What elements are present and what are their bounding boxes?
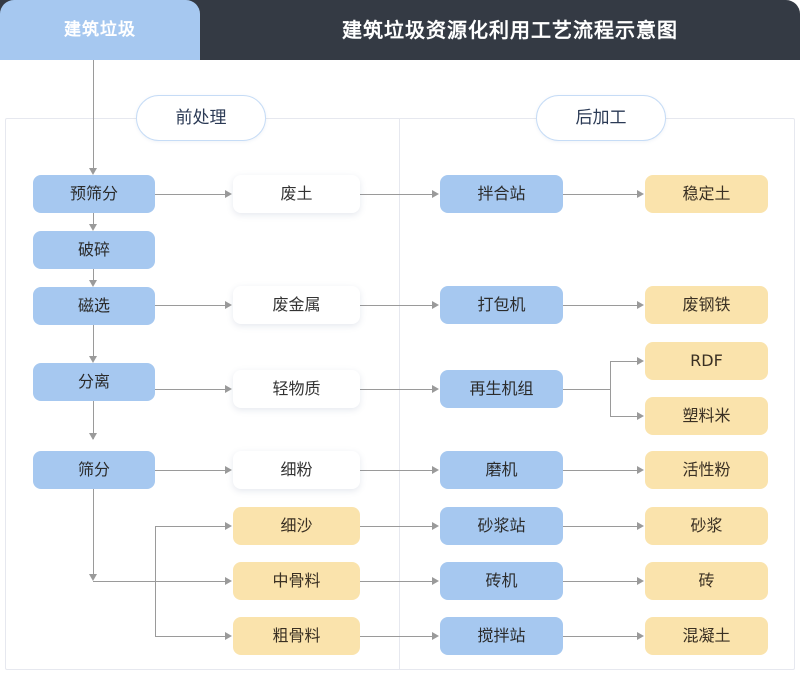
- node-coarse-agg[interactable]: 粗骨料: [233, 617, 360, 655]
- node-scrap-steel[interactable]: 废钢铁: [645, 286, 768, 324]
- arrowhead-finesand-to-mortarstation: [432, 522, 439, 530]
- node-mixing-station[interactable]: 拌合站: [440, 175, 563, 213]
- node-crush[interactable]: 破碎: [33, 231, 155, 269]
- arrowhead-spine-to-finesand: [225, 522, 232, 530]
- flowchart-canvas: [5, 118, 795, 670]
- arrowhead-wastesoil-to-mixingstation: [432, 190, 439, 198]
- arrowhead-finepowder-to-mill: [432, 466, 439, 474]
- section-label-pretreatment: 前处理: [136, 95, 266, 141]
- arrowhead-brickmachine-to-brick: [637, 577, 644, 585]
- connector-screen-down-trunk: [93, 489, 94, 575]
- connector-baler-to-scrapsteel: [563, 305, 639, 306]
- connector-spine-to-finesand: [155, 526, 227, 527]
- node-concrete[interactable]: 混凝土: [645, 617, 768, 655]
- source-tab-construction-waste: 建筑垃圾: [0, 0, 200, 60]
- node-baler[interactable]: 打包机: [440, 286, 563, 324]
- node-stabilized-soil[interactable]: 稳定土: [645, 175, 768, 213]
- connector-mill-to-activepowder: [563, 470, 639, 471]
- connector-crush-to-magnetic: [93, 269, 94, 285]
- arrowhead-magnetic-to-separate: [89, 356, 97, 363]
- node-pre-screen[interactable]: 预筛分: [33, 175, 155, 213]
- node-rdf[interactable]: RDF: [645, 342, 768, 380]
- node-fine-powder[interactable]: 细粉: [233, 451, 360, 489]
- connector-brickmachine-to-brick: [563, 581, 639, 582]
- connector-screen-to-finepowder: [155, 470, 227, 471]
- header: 建筑垃圾资源化利用工艺流程示意图 建筑垃圾: [0, 0, 800, 60]
- connector-batchplant-to-concrete: [563, 636, 639, 637]
- arrowhead-separate-to-lightmatter: [225, 385, 232, 393]
- connector-screen-to-midagg: [93, 581, 227, 582]
- node-mortar-station[interactable]: 砂浆站: [440, 507, 563, 545]
- arrowhead-recycleunit-to-rdf: [637, 357, 644, 365]
- connector-prescreen-to-crush: [93, 213, 94, 229]
- connector-spine-to-coarseagg: [155, 636, 227, 637]
- arrowhead-screen-down-trunk: [89, 574, 97, 581]
- connector-mixingstation-to-stabilizedsoil: [563, 194, 639, 195]
- node-waste-soil[interactable]: 废土: [233, 175, 360, 213]
- node-plastic-pellet[interactable]: 塑料米: [645, 397, 768, 435]
- arrowhead-coarseagg-to-batchplant: [432, 632, 439, 640]
- node-mill[interactable]: 磨机: [440, 451, 563, 489]
- connector-separate-to-lightmatter: [155, 389, 227, 390]
- node-mid-agg[interactable]: 中骨料: [233, 562, 360, 600]
- connector-aggregate-spine: [155, 526, 156, 636]
- node-brick-machine[interactable]: 砖机: [440, 562, 563, 600]
- connector-mortarstation-to-mortar: [563, 526, 639, 527]
- connector-wastemetal-to-baler: [360, 305, 434, 306]
- arrowhead-mill-to-activepowder: [637, 466, 644, 474]
- node-light-matter[interactable]: 轻物质: [233, 370, 360, 408]
- arrowhead-separate-to-screen: [89, 433, 97, 440]
- node-waste-metal[interactable]: 废金属: [233, 286, 360, 324]
- arrowhead-lightmatter-to-recycleunit: [432, 385, 439, 393]
- arrowhead-source-to-prescreen: [89, 168, 97, 175]
- connector-wastesoil-to-mixingstation: [360, 194, 434, 195]
- connector-recycleunit-branch-stem: [563, 389, 611, 390]
- node-recycle-unit[interactable]: 再生机组: [440, 370, 563, 408]
- node-fine-sand[interactable]: 细沙: [233, 507, 360, 545]
- arrowhead-spine-to-coarseagg: [225, 632, 232, 640]
- arrowhead-prescreen-to-wastesoil: [225, 190, 232, 198]
- arrowhead-magnetic-to-wastemetal: [225, 301, 232, 309]
- connector-magnetic-to-wastemetal: [155, 305, 227, 306]
- connector-recycleunit-to-rdf: [610, 361, 639, 362]
- node-separate[interactable]: 分离: [33, 363, 155, 401]
- arrowhead-screen-to-finepowder: [225, 466, 232, 474]
- connector-lightmatter-to-recycleunit: [360, 389, 434, 390]
- node-brick[interactable]: 砖: [645, 562, 768, 600]
- connector-magnetic-to-separate: [93, 325, 94, 361]
- connector-coarseagg-to-batchplant: [360, 636, 434, 637]
- arrowhead-screen-to-midagg: [225, 577, 232, 585]
- arrowhead-prescreen-to-crush: [89, 224, 97, 231]
- arrowhead-crush-to-magnetic: [89, 280, 97, 287]
- connector-source-to-prescreen: [93, 60, 94, 170]
- node-active-powder[interactable]: 活性粉: [645, 451, 768, 489]
- connector-recycleunit-branch-spine: [610, 361, 611, 417]
- connector-finepowder-to-mill: [360, 470, 434, 471]
- arrowhead-midagg-to-brickmachine: [432, 577, 439, 585]
- arrowhead-recycleunit-to-plasticpellet: [637, 412, 644, 420]
- section-label-postprocess: 后加工: [536, 95, 666, 141]
- connector-recycleunit-to-plasticpellet: [610, 416, 639, 417]
- connector-separate-to-screen: [93, 401, 94, 439]
- arrowhead-batchplant-to-concrete: [637, 632, 644, 640]
- node-screen[interactable]: 筛分: [33, 451, 155, 489]
- node-batch-plant[interactable]: 搅拌站: [440, 617, 563, 655]
- connector-midagg-to-brickmachine: [360, 581, 434, 582]
- arrowhead-mixingstation-to-stabilizedsoil: [637, 190, 644, 198]
- node-magnetic[interactable]: 磁选: [33, 287, 155, 325]
- arrowhead-baler-to-scrapsteel: [637, 301, 644, 309]
- arrowhead-wastemetal-to-baler: [432, 301, 439, 309]
- connector-finesand-to-mortarstation: [360, 526, 434, 527]
- connector-prescreen-to-wastesoil: [155, 194, 227, 195]
- section-divider: [399, 118, 400, 670]
- node-mortar[interactable]: 砂浆: [645, 507, 768, 545]
- arrowhead-mortarstation-to-mortar: [637, 522, 644, 530]
- page-title: 建筑垃圾资源化利用工艺流程示意图: [342, 18, 678, 42]
